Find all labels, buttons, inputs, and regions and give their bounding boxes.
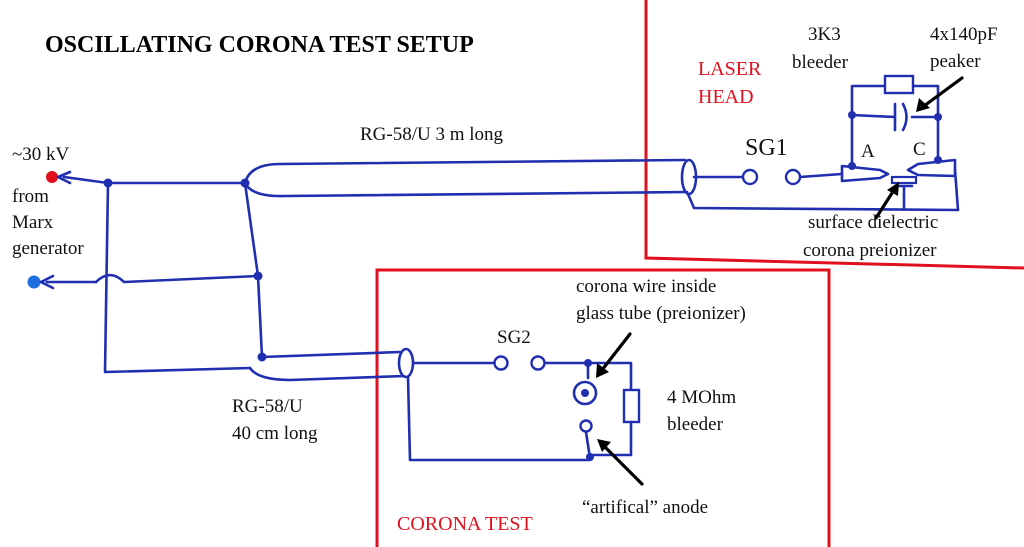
laser-head-box	[644, 0, 1024, 270]
bleeder-bottom-wire	[589, 420, 633, 457]
sg1-output-wire	[798, 172, 844, 179]
corona-wire-label-line2: glass tube (preionizer)	[576, 303, 746, 324]
ground-input-wire	[39, 274, 98, 290]
corona-bleeder-resistor	[622, 388, 641, 424]
corona-return-wire	[406, 375, 592, 462]
sg2-output-wire	[543, 361, 590, 380]
long-cable-shield-top	[243, 158, 687, 185]
electrode-c-label: C	[913, 139, 926, 160]
peaker-label: peaker	[930, 51, 981, 72]
bleeder-left-wire	[850, 84, 887, 168]
junction-node	[934, 113, 942, 121]
laser-return-wire	[686, 168, 960, 212]
corona-bleeder-value-label: 4 MOhm	[667, 387, 736, 408]
corona-wire	[581, 389, 589, 397]
junction-node	[253, 271, 263, 281]
sg2-label: SG2	[497, 327, 531, 348]
preionizer-pointer-arrowhead	[887, 182, 899, 196]
sg1-electrode-right	[784, 168, 802, 186]
peaker-value-label: 4x140pF	[930, 24, 998, 45]
bleeder-top-wire	[586, 361, 633, 392]
artificial-anode	[579, 419, 593, 433]
source-label-line2: Marx	[12, 212, 54, 233]
short-cable-shield-bottom	[248, 366, 406, 382]
junction-node	[934, 156, 942, 164]
junction-node	[586, 453, 594, 461]
short-cable-label-line2: 40 cm long	[232, 423, 318, 444]
ground-terminal	[27, 275, 41, 289]
bleeder-resistor	[883, 74, 915, 95]
electrode-a	[840, 164, 890, 183]
bleeder-label: bleeder	[792, 52, 849, 73]
preionizer-label-line1: surface dielectric	[808, 212, 938, 233]
source-label-line3: generator	[12, 238, 84, 259]
peaker-pointer-arrowhead	[916, 98, 930, 112]
bleeder-right-wire	[911, 84, 940, 162]
corona-wire-label-line1: corona wire inside	[576, 276, 716, 297]
long-cable-label: RG-58/U 3 m long	[360, 124, 504, 145]
corona-wire-pointer-arrowhead	[596, 363, 609, 378]
junction-node	[848, 111, 856, 119]
short-cable-end	[397, 347, 415, 379]
mid-vertical-wire	[243, 181, 264, 359]
electrode-a-label: A	[861, 141, 875, 162]
anode-pointer-arrowhead	[597, 439, 611, 452]
source-voltage-label: ~30 kV	[12, 144, 70, 165]
junction-node	[848, 162, 856, 170]
sg2-electrode-right	[530, 355, 546, 371]
sg1-electrode-left	[741, 168, 759, 186]
corona-test-box	[375, 268, 831, 547]
artificial-anode-label: “artifical” anode	[582, 497, 708, 518]
short-cable-label-line1: RG-58/U	[232, 396, 303, 417]
anode-pointer-arrow	[602, 444, 644, 486]
laser-head-label-line1: LASER	[698, 58, 762, 80]
electrode-c	[906, 158, 957, 178]
preionizer-plate	[890, 175, 918, 185]
corona-wire-pointer-arrow	[600, 332, 632, 372]
peaker-wires	[850, 113, 940, 119]
left-vertical-wire	[103, 181, 252, 374]
peaker-capacitor	[893, 102, 908, 132]
corona-test-label: CORONA TEST	[397, 513, 533, 535]
diagram-title: OSCILLATING CORONA TEST SETUP	[45, 32, 474, 58]
long-cable-shield-bottom	[243, 181, 689, 198]
peaker-pointer-arrow	[922, 76, 964, 108]
preionizer-label-line2: corona preionizer	[803, 240, 937, 261]
short-cable-shield-top	[260, 350, 402, 359]
hv-input-wire	[56, 170, 110, 185]
sg1-label: SG1	[745, 135, 788, 161]
source-label-line1: from	[12, 186, 49, 207]
preionizer-pointer-arrow	[874, 188, 896, 220]
junction-node	[103, 178, 113, 188]
ground-bus-wire	[94, 273, 260, 284]
bleeder-value-label: 3K3	[808, 24, 841, 45]
sg2-electrode-left	[493, 355, 509, 371]
corona-bleeder-label: bleeder	[667, 414, 724, 435]
hv-terminal	[46, 171, 58, 183]
laser-head-label-line2: HEAD	[698, 86, 754, 108]
junction-node	[584, 359, 592, 367]
